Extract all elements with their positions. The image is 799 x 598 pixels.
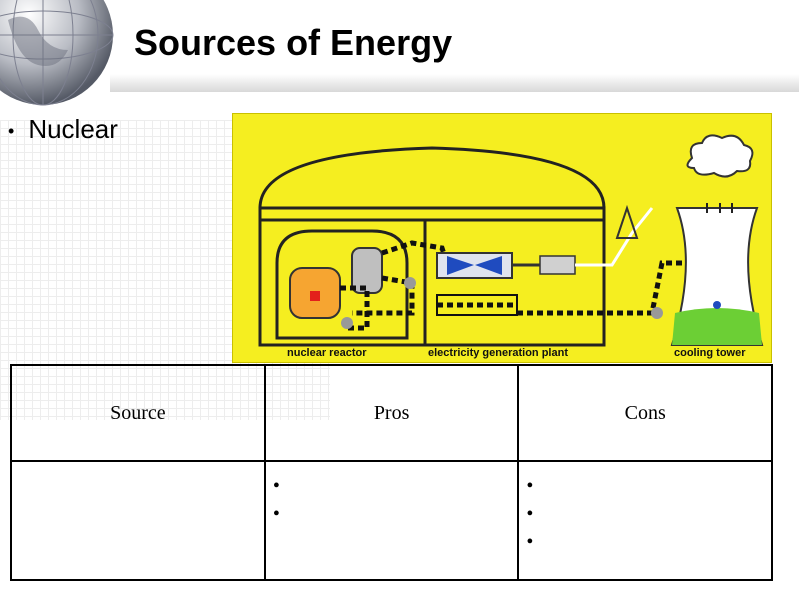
cell-pros: • • (263, 460, 520, 581)
cell-cons: • • • (517, 460, 773, 581)
pros-cons-table: Source Pros Cons • • • • • (10, 364, 773, 581)
pros-bullet: • (272, 475, 280, 497)
header-pros: Pros (263, 364, 520, 462)
table-row: • • • • • (10, 460, 773, 581)
globe-icon (0, 0, 114, 106)
nuclear-plant-diagram: nuclear reactor electricity generation p… (232, 113, 772, 363)
cons-bullet: • (526, 503, 534, 525)
pros-bullet: • (272, 503, 280, 525)
label-tower: cooling tower (674, 347, 746, 359)
label-reactor: nuclear reactor (287, 347, 367, 359)
bullet-text: Nuclear (28, 114, 118, 144)
cons-bullet: • (526, 531, 534, 553)
title-rule (110, 74, 799, 92)
header-source: Source (10, 364, 266, 462)
bullet-item: • Nuclear (8, 114, 118, 145)
bullet-icon: • (8, 120, 15, 141)
label-plant: electricity generation plant (428, 347, 568, 359)
slide-title: Sources of Energy (134, 22, 453, 63)
cell-source (10, 460, 266, 581)
cons-bullet: • (526, 475, 534, 497)
table-header-row: Source Pros Cons (10, 364, 773, 462)
header-cons: Cons (517, 364, 773, 462)
